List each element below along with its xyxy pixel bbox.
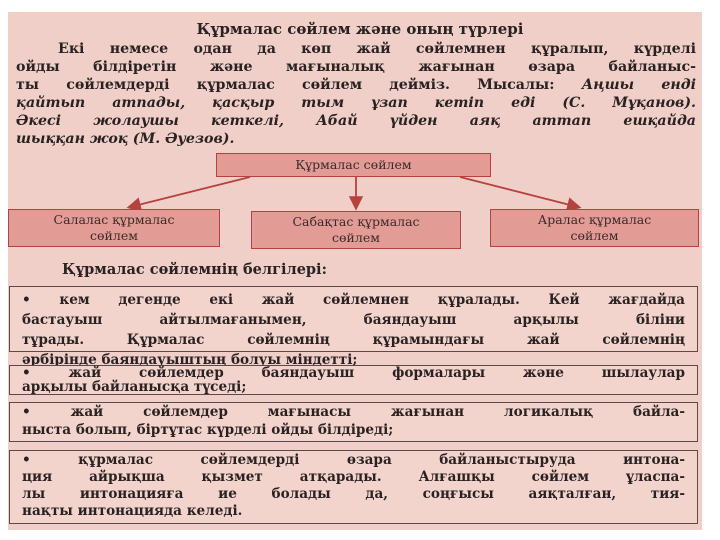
feature-box: • кем дегенде екі жай сөйлемнен құралады… (9, 286, 698, 368)
arrow-left (126, 176, 251, 212)
text: ты сөйлемдерді (16, 77, 197, 93)
feature-box: • құрмалас сөйлемдерді өзара байланыстыр… (9, 450, 698, 524)
feature-line: әрбірінде баяндауыштың болуы міндетті; (22, 352, 358, 368)
feature-line: ция айрықша қызмет атқарады. Алғашқы сөй… (22, 469, 685, 485)
feature-box: • жай сөйлемдер мағынасы жағынан логикал… (9, 402, 698, 442)
feature-line: • кем дегенде екі жай сөйлемнен құралады… (22, 292, 685, 308)
feature-line: • жай сөйлемдер мағынасы жағынан логикал… (22, 404, 685, 420)
paragraph-line: ты сөйлемдерді құрмалас сөйлем дейміз. М… (16, 76, 696, 94)
feature-line: • жай сөйлемдер баяндауыш формалары және… (22, 365, 685, 381)
child-label: сөйлем (570, 228, 619, 243)
paragraph-line: Екі немесе одан да көп жай сөйлемнен құр… (58, 41, 696, 57)
example-line: Әкесі жолаушы кеткелі, Абай үйден аяқ ат… (16, 113, 696, 129)
features-heading: Құрмалас сөйлемнің белгілері: (62, 261, 327, 278)
term-highlight: құрмалас сөйлем (196, 77, 363, 93)
feature-line: ныста болып, біртұтас күрделі ойды білді… (22, 422, 394, 438)
child-label: Сабақтас құрмалас (292, 214, 420, 229)
example-line: шыққан жоқ (М. Әуезов). (16, 131, 235, 147)
paragraph-line: ойды білдіретін және мағыналық жағынан ө… (16, 59, 696, 75)
arrow-right (459, 176, 582, 212)
child-label: Салалас құрмалас (53, 212, 175, 227)
example-line: қайтып атпады, қасқыр тым ұзап кетіп еді… (16, 95, 696, 111)
child-label: сөйлем (90, 228, 138, 243)
feature-line: лы интонацияға ие болады да, соңғысы аяқ… (22, 486, 685, 502)
page-title: Құрмалас сөйлем және оның түрлері (196, 20, 524, 38)
feature-line: бастауыш айтылмағанымен, баяндауыш арқыл… (22, 312, 685, 328)
feature-box: • жай сөйлемдер баяндауыш формалары және… (9, 365, 698, 395)
feature-line: • құрмалас сөйлемдерді өзара байланыстыр… (22, 452, 685, 468)
example-text: Аңшы енді (581, 77, 696, 93)
feature-line: тұрады. Құрмалас сөйлемнің құрамындағы ж… (22, 332, 685, 348)
child-label: сөйлем (332, 230, 380, 245)
feature-line: нақты интонацияда келеді. (22, 503, 243, 519)
feature-line: арқылы байланысқа түседі; (22, 379, 247, 395)
child-label: Аралас құрмалас (537, 212, 652, 227)
diagram-root-box: Құрмалас сөйлем (216, 153, 491, 177)
text: дейміз. Мысалы: (362, 77, 582, 93)
content-panel (8, 12, 702, 530)
diagram-root-label: Құрмалас сөйлем (295, 157, 412, 172)
